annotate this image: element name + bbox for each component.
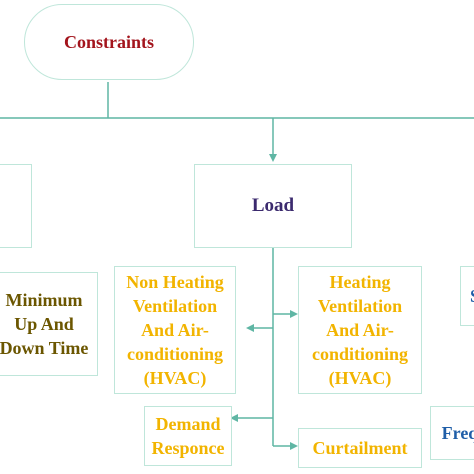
heating-hvac-node: Heating Ventilation And Air- conditionin… <box>298 266 422 394</box>
non-heating-hvac-node: Non Heating Ventilation And Air- conditi… <box>114 266 236 394</box>
partial-right-s-node: S <box>460 266 474 326</box>
partial-right-freq-node: Freq <box>430 406 474 460</box>
left-partial-node <box>0 164 32 248</box>
curtailment-node: Curtailment <box>298 428 422 468</box>
constraints-node: Constraints <box>24 4 194 80</box>
load-node: Load <box>194 164 352 248</box>
demand-response-node: Demand Responce <box>144 406 232 466</box>
minimum-up-down-time-node: Minimum Up And Down Time <box>0 272 98 376</box>
